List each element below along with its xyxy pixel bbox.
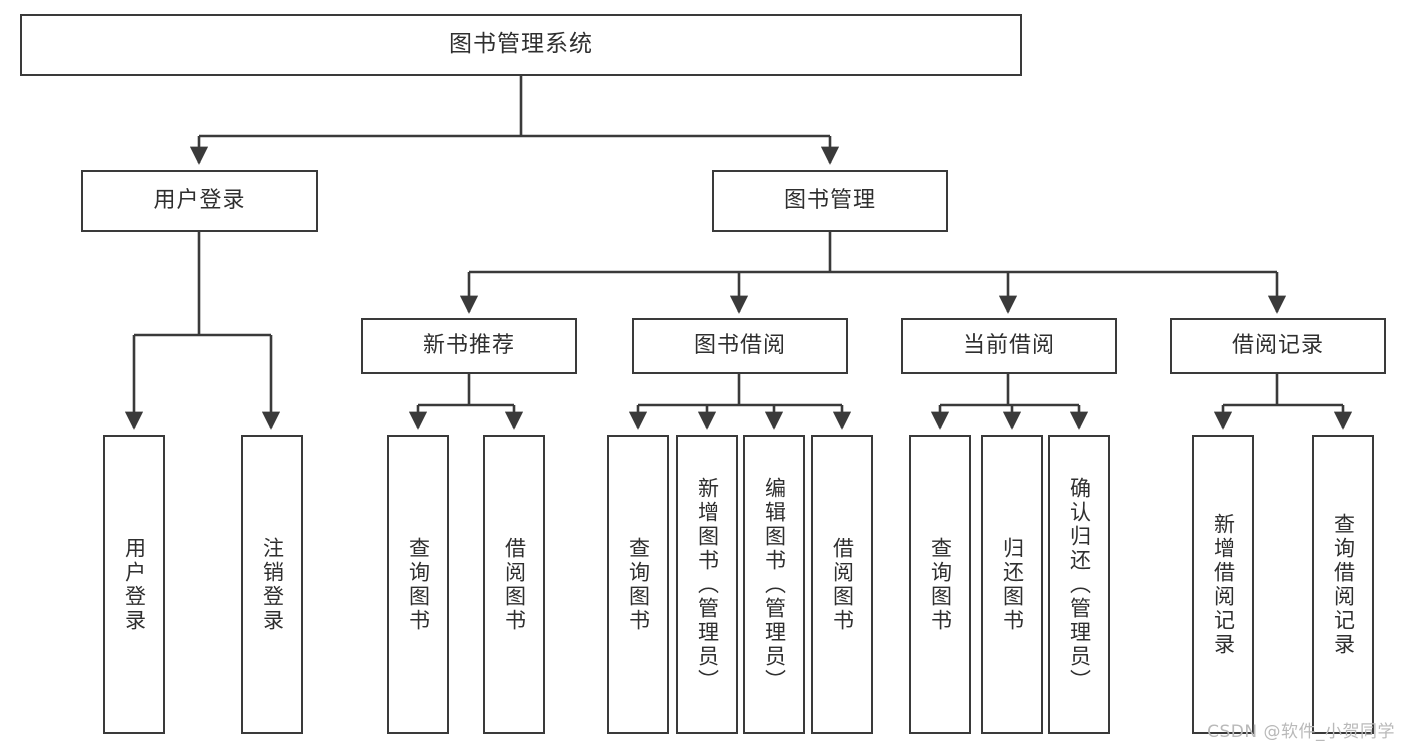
node-label: 查询借阅记录 (1331, 512, 1356, 657)
leaf-borrow-record-add-record[interactable]: 新增借阅记录 (1192, 435, 1254, 734)
node-book-management[interactable]: 图书管理 (712, 170, 948, 232)
node-label: 图书借阅 (693, 333, 786, 359)
leaf-borrow-record-query-record[interactable]: 查询借阅记录 (1312, 435, 1374, 734)
leaf-current-borrow-confirm-return-admin[interactable]: 确认归还（管理员） (1048, 435, 1110, 734)
leaf-current-borrow-return-books[interactable]: 归还图书 (981, 435, 1043, 734)
node-label: 新增借阅记录 (1211, 512, 1236, 657)
leaf-new-book-borrow-books[interactable]: 借阅图书 (483, 435, 545, 734)
leaf-book-borrow-query-books[interactable]: 查询图书 (607, 435, 669, 734)
node-label: 确认归还（管理员） (1067, 476, 1092, 693)
leaf-user-login-signout[interactable]: 注销登录 (241, 435, 303, 734)
node-user-login[interactable]: 用户登录 (81, 170, 318, 232)
leaf-new-book-query-books[interactable]: 查询图书 (387, 435, 449, 734)
node-label: 注销登录 (260, 536, 285, 633)
node-book-borrowing[interactable]: 图书借阅 (632, 318, 848, 374)
node-label: 用户登录 (153, 188, 246, 214)
node-label: 借阅图书 (502, 536, 527, 633)
node-borrowing-record[interactable]: 借阅记录 (1170, 318, 1386, 374)
node-root-book-management-system[interactable]: 图书管理系统 (20, 14, 1022, 76)
leaf-book-borrow-edit-book-admin[interactable]: 编辑图书（管理员） (743, 435, 805, 734)
node-label: 借阅记录 (1231, 333, 1324, 359)
node-label: 图书管理系统 (449, 31, 593, 58)
leaf-book-borrow-add-book-admin[interactable]: 新增图书（管理员） (676, 435, 738, 734)
node-current-borrowing[interactable]: 当前借阅 (901, 318, 1117, 374)
node-label: 编辑图书（管理员） (762, 476, 787, 693)
node-label: 用户登录 (122, 536, 147, 633)
node-label: 图书管理 (783, 188, 876, 214)
node-label: 查询图书 (626, 536, 651, 633)
csdn-watermark: CSDN @软件_小贺同学 (1207, 722, 1395, 742)
node-label: 当前借阅 (962, 333, 1055, 359)
leaf-book-borrow-borrow-books[interactable]: 借阅图书 (811, 435, 873, 734)
node-label: 归还图书 (1000, 536, 1025, 633)
node-label: 查询图书 (406, 536, 431, 633)
leaf-user-login-signin[interactable]: 用户登录 (103, 435, 165, 734)
leaf-current-borrow-query-books[interactable]: 查询图书 (909, 435, 971, 734)
node-label: 新增图书（管理员） (695, 476, 720, 693)
node-new-book-recommendation[interactable]: 新书推荐 (361, 318, 577, 374)
node-label: 查询图书 (928, 536, 953, 633)
node-label: 借阅图书 (830, 536, 855, 633)
node-label: 新书推荐 (422, 333, 515, 359)
